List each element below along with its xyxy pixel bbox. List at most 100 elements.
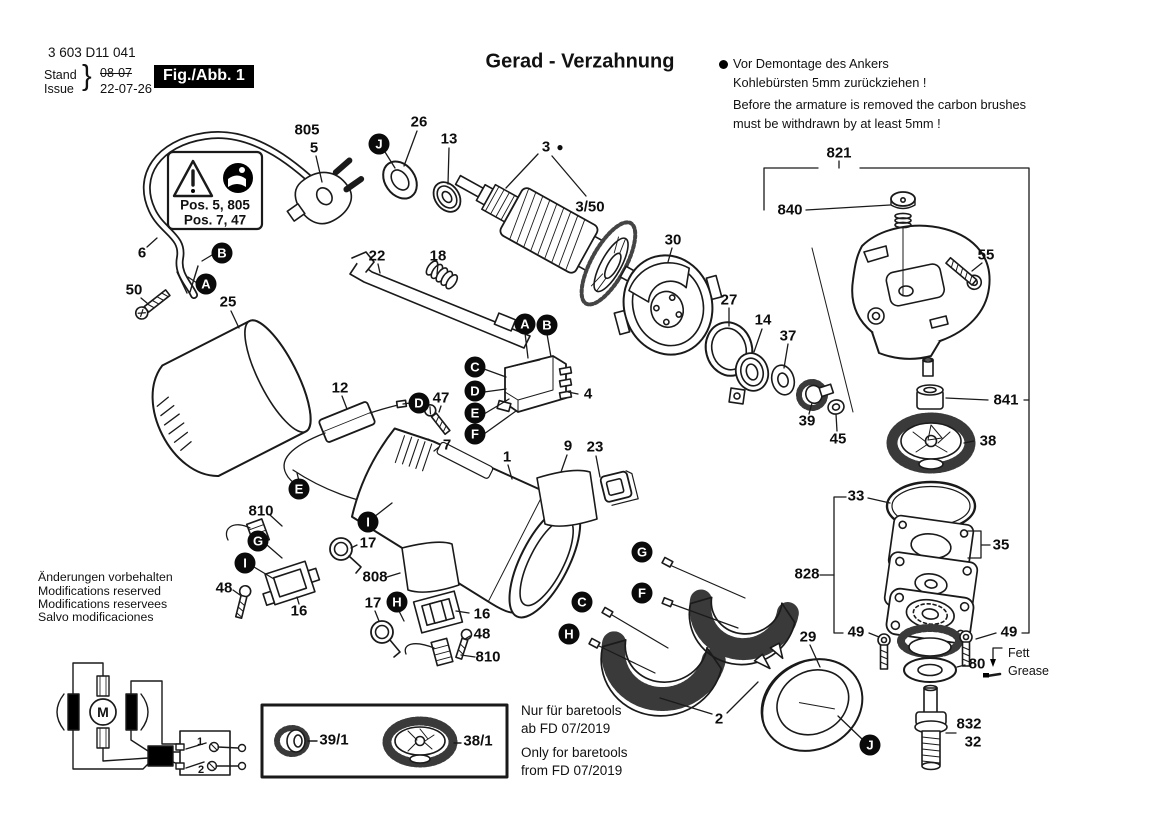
part-label-840: 840 — [777, 201, 803, 219]
brace-glyph: } — [82, 60, 92, 92]
schematic-terminal-1: 1 — [196, 736, 204, 748]
ring-26 — [382, 160, 418, 200]
baretools-en-line2: from FD 07/2019 — [521, 763, 623, 778]
connector-J-guard: J — [859, 734, 881, 756]
connector-F-stator: F — [631, 582, 653, 604]
part-label-1: 1 — [502, 448, 512, 466]
spindle-32 — [914, 684, 948, 771]
connector-I-wire: I — [357, 511, 379, 533]
connector-D-capacitor: D — [408, 392, 430, 414]
part-label-12: 12 — [331, 379, 349, 397]
footer-note-fr: Modifications reservees — [38, 597, 168, 611]
warning-pos-line1: Pos. 5, 805 — [180, 197, 250, 213]
connector-I-brush: I — [234, 552, 256, 574]
part-label-16-left: 16 — [290, 602, 308, 620]
footer-note-es: Salvo modificaciones — [38, 610, 154, 624]
connector-B-switch: B — [536, 314, 558, 336]
pinion-39 — [796, 379, 835, 411]
part-label-32: 32 — [964, 733, 982, 751]
connector-A-switch: A — [514, 313, 536, 335]
baretools-de-line2: ab FD 07/2019 — [521, 721, 611, 736]
key-block — [728, 387, 746, 405]
part-label-49-right: 49 — [1000, 623, 1018, 641]
part-label-39-1: 39/1 — [319, 731, 349, 749]
part-label-29: 29 — [799, 628, 817, 646]
schematic-terminal-2: 2 — [197, 764, 205, 776]
nut-45 — [827, 399, 845, 415]
part-label-26: 26 — [410, 113, 428, 131]
sticker-808 — [401, 541, 460, 593]
mains-plug — [286, 157, 365, 225]
connector-H-stator: H — [558, 623, 580, 645]
part-label-821: 821 — [826, 144, 852, 162]
part-label-16-right: 16 — [473, 605, 491, 623]
sleeve-841 — [916, 384, 944, 410]
part-label-48-left: 48 — [215, 579, 233, 597]
baretools-de-line1: Nur für baretools — [521, 703, 622, 718]
part-label-3-50: 3/50 — [575, 198, 605, 216]
part-label-23: 23 — [586, 438, 604, 456]
part-label-37: 37 — [779, 327, 797, 345]
part-label-22: 22 — [368, 247, 386, 265]
connector-G-stator: G — [631, 541, 653, 563]
part-label-808: 808 — [362, 568, 388, 586]
washer-37 — [770, 364, 796, 396]
connector-H-brush: H — [386, 591, 408, 613]
part-label-38-1: 38/1 — [463, 732, 493, 750]
stator-2 — [588, 556, 799, 717]
part-label-2: 2 — [714, 710, 724, 728]
motor-cap-25 — [151, 319, 312, 477]
part-label-3-bullet: ● — [556, 140, 564, 154]
part-label-48-right: 48 — [473, 625, 491, 643]
part-label-55: 55 — [977, 246, 995, 264]
part-label-3: 3 — [541, 138, 551, 156]
brush-group-right — [370, 590, 473, 667]
part-label-38: 38 — [979, 432, 997, 450]
screw-50 — [134, 289, 171, 320]
part-label-841: 841 — [993, 391, 1019, 409]
part-label-4: 4 — [583, 385, 593, 403]
part-label-39: 39 — [798, 412, 816, 430]
part-label-5: 5 — [309, 139, 319, 157]
schematic-motor-label: M — [97, 704, 109, 720]
leader-lines — [140, 130, 1030, 740]
page-title: Gerad - Verzahnung — [485, 50, 675, 73]
spring-18 — [425, 260, 459, 290]
issue-label: Issue — [44, 82, 74, 96]
part-label-30: 30 — [664, 231, 682, 249]
sticker-9 — [536, 469, 598, 527]
baretools-en-line1: Only for baretools — [521, 745, 628, 760]
grease-note-de: Fett — [1008, 646, 1030, 660]
part-label-832: 832 — [956, 715, 982, 733]
spindle-column — [877, 357, 979, 771]
lever-22 — [349, 251, 531, 349]
note-en-line1: Before the armature is removed the carbo… — [733, 97, 1027, 112]
connector-E-wire: E — [288, 478, 310, 500]
part-label-25: 25 — [219, 293, 237, 311]
power-cord — [142, 130, 365, 299]
gear-housing — [851, 191, 991, 360]
doc-part-number: 3 603 D11 041 — [48, 45, 136, 60]
warning-pos-line2: Pos. 7, 47 — [183, 212, 247, 228]
stand-label: Stand — [44, 68, 77, 82]
bearing-13 — [432, 181, 462, 213]
part-label-35: 35 — [992, 536, 1010, 554]
connector-J-top: J — [368, 133, 390, 155]
connector-C-stator: C — [571, 591, 593, 613]
issue-date: 22-07-26 — [100, 81, 153, 96]
part-label-49-left: 49 — [847, 623, 865, 641]
note-de-line2: Kohlebürsten 5mm zurückziehen ! — [733, 75, 927, 90]
part-label-18: 18 — [429, 247, 447, 265]
button-23 — [599, 470, 639, 506]
footer-note-de: Änderungen vorbehalten — [38, 570, 173, 584]
connector-E-switch: E — [464, 402, 486, 424]
footer-note-en: Modifications reserved — [38, 584, 162, 598]
note-de-line1: Vor Demontage des Ankers — [733, 56, 889, 71]
bearing-flange-30 — [613, 254, 723, 356]
part-label-47: 47 — [432, 389, 450, 407]
part-label-13: 13 — [440, 130, 458, 148]
grease-note-en: Grease — [1008, 664, 1049, 678]
crown-gear-38-1 — [382, 716, 458, 768]
washer-80 — [903, 657, 957, 683]
